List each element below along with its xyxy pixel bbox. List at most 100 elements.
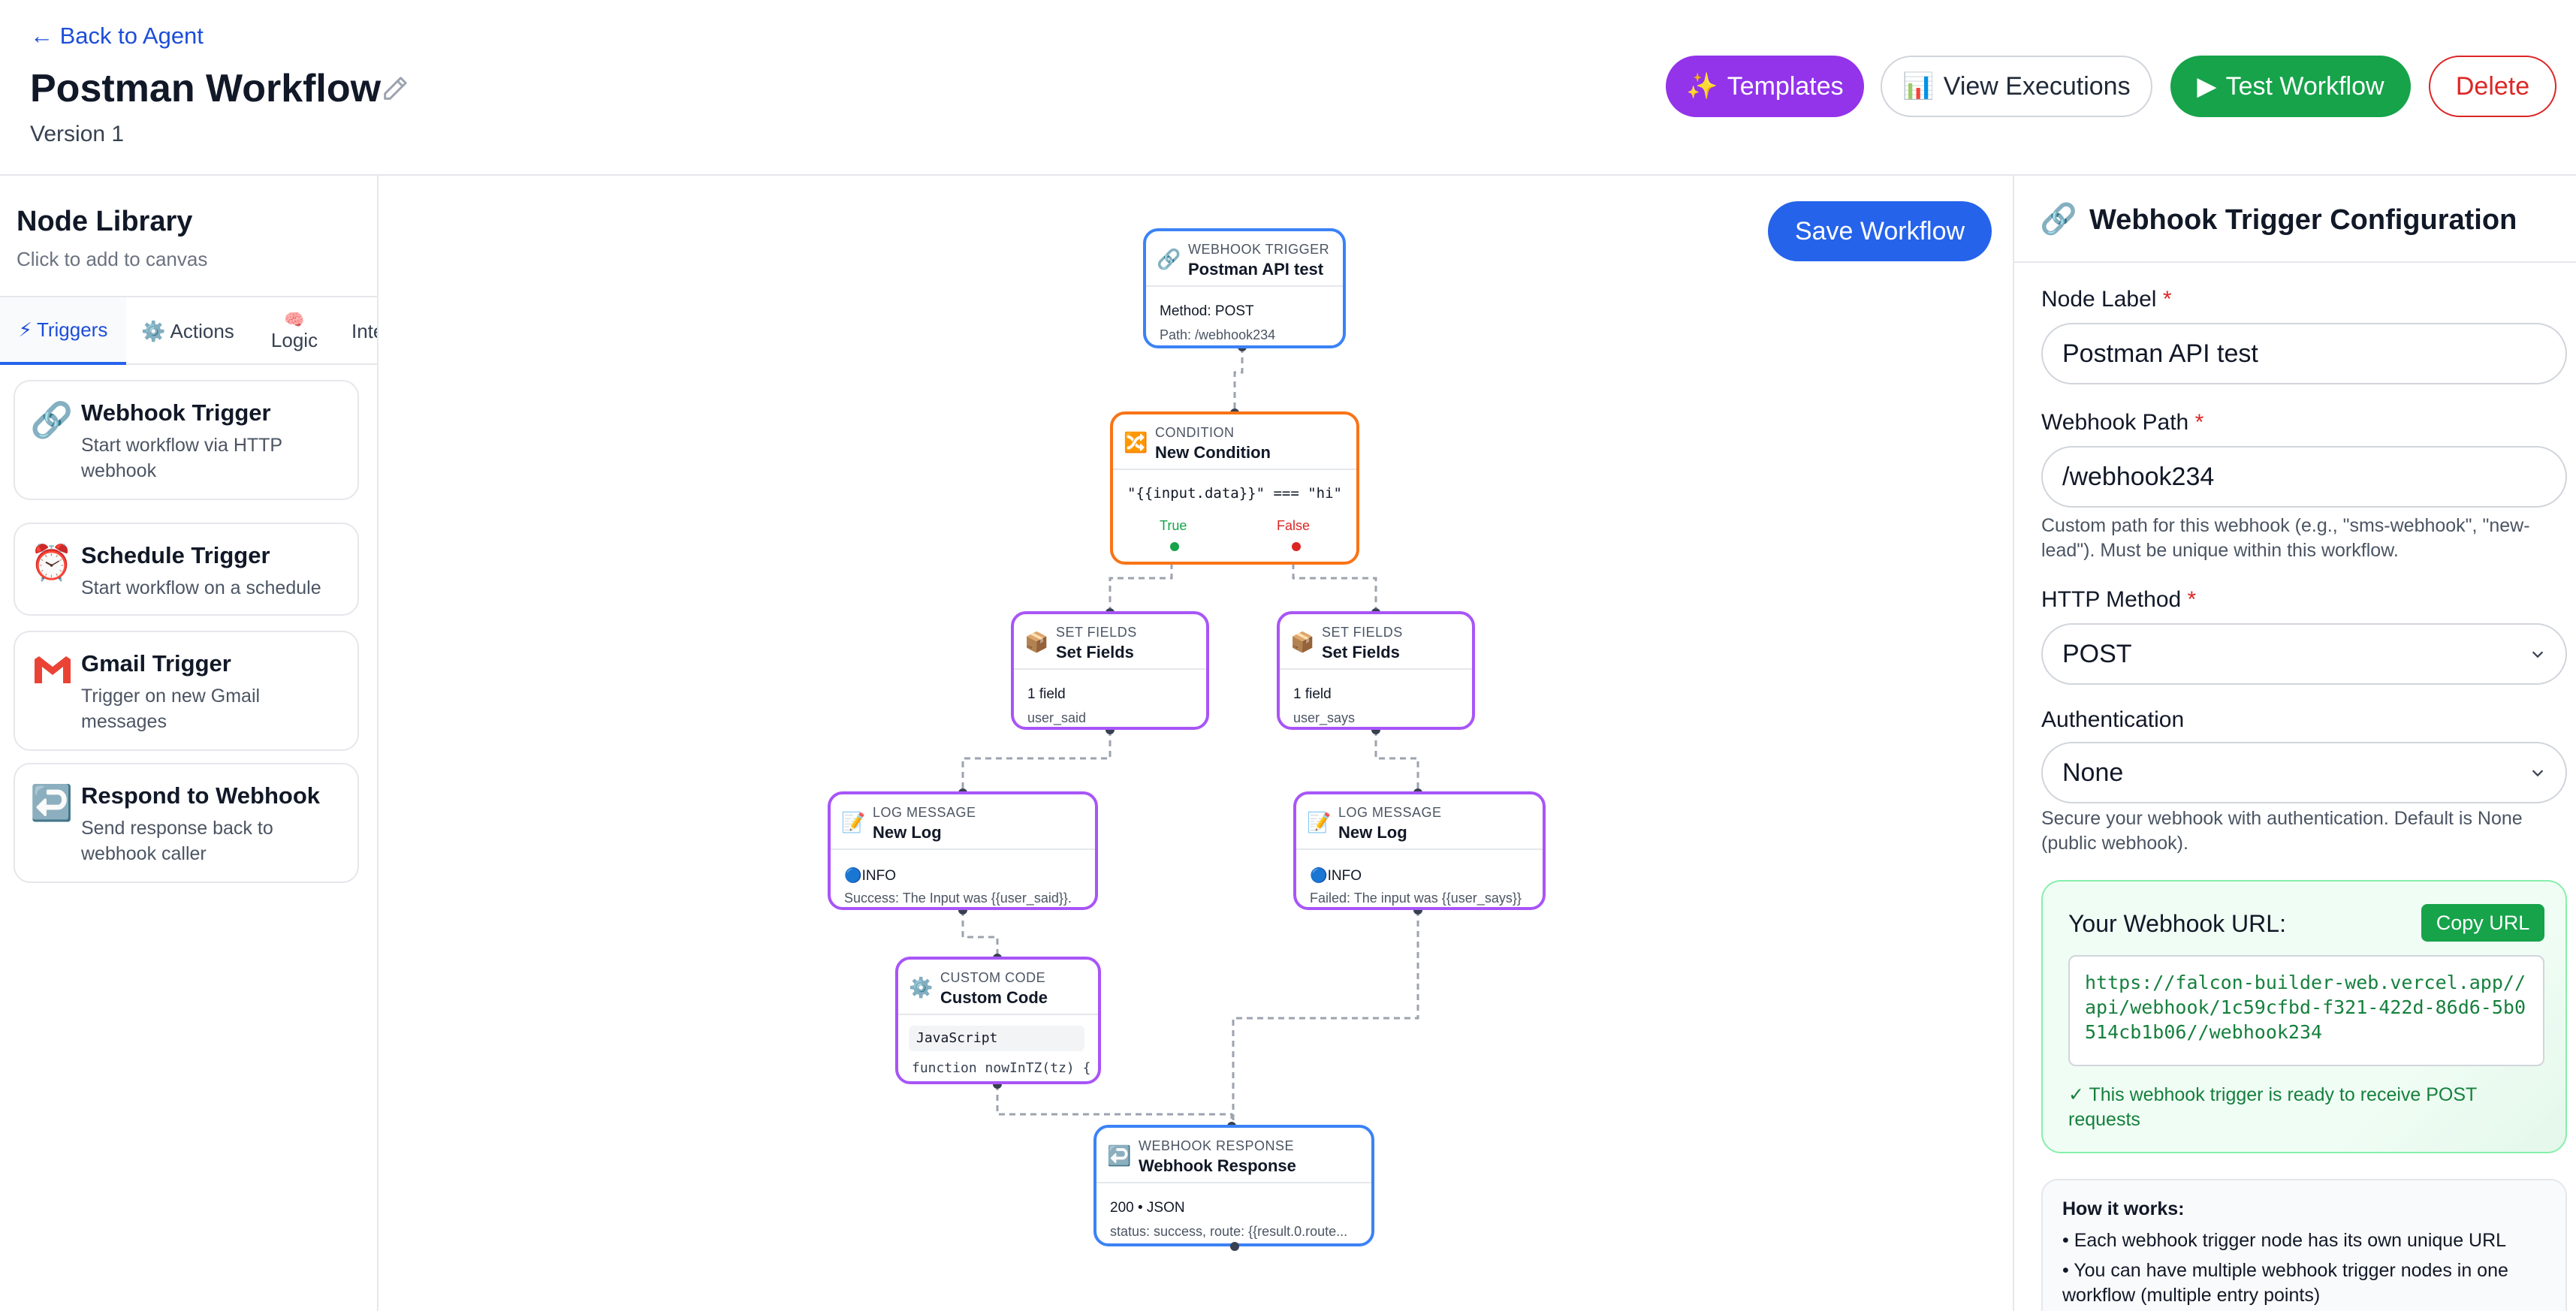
node-header: 🔀 CONDITION New Condition — [1113, 414, 1356, 470]
node-type: SET FIELDS — [1056, 625, 1137, 640]
back-to-agent-link[interactable]: ← Back to Agent — [30, 23, 204, 49]
node-header: 📝 LOG MESSAGE New Log — [1296, 794, 1543, 850]
output-port[interactable] — [1230, 1242, 1239, 1251]
page-title: Postman Workflow — [30, 67, 382, 110]
link-icon: 🔗 — [30, 400, 74, 439]
node-type: WEBHOOK TRIGGER — [1188, 242, 1330, 257]
code-language: JavaScript — [909, 1026, 1084, 1051]
true-output-port[interactable] — [1170, 542, 1179, 551]
node-detail: Method: POST — [1160, 303, 1254, 319]
node-header: ⚙️ CUSTOM CODE Custom Code — [898, 960, 1098, 1015]
node-type: LOG MESSAGE — [873, 805, 976, 820]
return-arrow-icon: ↩️ — [1107, 1144, 1132, 1167]
save-workflow-button[interactable]: Save Workflow — [1768, 201, 1992, 261]
webhook-path-input[interactable]: /webhook234 — [2041, 446, 2567, 508]
divider — [0, 296, 377, 297]
tab-label: Actions — [170, 319, 234, 342]
node-detail: status: success, route: {{result.0.route… — [1110, 1224, 1348, 1239]
log-message: Success: The Input was {{user_said}}. — [844, 891, 1072, 906]
edge-condition-false — [1292, 563, 1377, 613]
package-icon: 📦 — [1290, 631, 1315, 653]
node-type: CUSTOM CODE — [940, 970, 1046, 985]
node-label: Custom Code — [940, 988, 1048, 1007]
edge-setfields-log-right — [1374, 730, 1419, 793]
pencil-icon[interactable] — [380, 74, 410, 104]
authentication-field-label: Authentication — [2041, 707, 2185, 732]
library-item-name: Schedule Trigger — [81, 542, 270, 568]
edge-code-response — [996, 1084, 1233, 1126]
delete-button[interactable]: Delete — [2429, 56, 2556, 117]
how-it-works-box: How it works: • Each webhook trigger nod… — [2041, 1179, 2567, 1311]
templates-button[interactable]: ✨ Templates — [1666, 56, 1864, 117]
how-it-works-item: • You can have multiple webhook trigger … — [2062, 1260, 2508, 1306]
library-item-webhook-trigger[interactable]: 🔗 Webhook Trigger Start workflow via HTT… — [14, 380, 359, 500]
node-custom-code[interactable]: ⚙️ CUSTOM CODE Custom Code JavaScript fu… — [895, 957, 1101, 1084]
node-library-subtitle: Click to add to canvas — [17, 248, 208, 270]
tab-integrations[interactable]: Inte — [339, 297, 377, 365]
webhook-url-box: Your Webhook URL: Copy URL https://falco… — [2041, 880, 2567, 1153]
webhook-path-help: Custom path for this webhook (e.g., "sms… — [2041, 515, 2530, 561]
log-message: Failed: The input was {{user_says}} — [1310, 891, 1522, 906]
tab-triggers[interactable]: ⚡ Triggers — [0, 297, 126, 365]
test-workflow-button-label: Test Workflow — [2225, 71, 2384, 101]
test-workflow-button[interactable]: ▶ Test Workflow — [2170, 56, 2411, 117]
library-item-gmail-trigger[interactable]: Gmail Trigger Trigger on new Gmail messa… — [14, 631, 359, 751]
authentication-select[interactable]: None — [2041, 742, 2567, 803]
node-log-message-right[interactable]: 📝 LOG MESSAGE New Log 🔵INFO Failed: The … — [1293, 791, 1546, 910]
webhook-url-field[interactable]: https://falcon-builder-web.vercel.app//a… — [2068, 955, 2544, 1066]
edge-trigger-condition — [1233, 347, 1244, 413]
node-detail: 1 field — [1293, 686, 1332, 702]
tab-logic[interactable]: 🧠 Logic — [249, 297, 339, 365]
node-label: New Condition — [1155, 443, 1271, 462]
bar-chart-icon: 📊 — [1902, 72, 1935, 101]
false-branch-label: False — [1277, 518, 1311, 533]
panel-header: 🔗 Webhook Trigger Configuration — [2014, 176, 2576, 263]
gear-icon: ⚙️ — [141, 319, 166, 342]
view-executions-button[interactable]: 📊 View Executions — [1881, 56, 2152, 117]
gear-icon: ⚙️ — [909, 976, 934, 999]
node-log-message-left[interactable]: 📝 LOG MESSAGE New Log 🔵INFO Success: The… — [828, 791, 1098, 910]
return-arrow-icon: ↩️ — [30, 783, 74, 822]
library-item-name: Respond to Webhook — [81, 782, 321, 809]
node-label: Postman API test — [1188, 260, 1324, 279]
node-set-fields-right[interactable]: 📦 SET FIELDS Set Fields 1 field user_say… — [1277, 611, 1475, 730]
library-item-respond-to-webhook[interactable]: ↩️ Respond to Webhook Send response back… — [14, 763, 359, 883]
library-item-desc: Start workflow via HTTP webhook — [81, 435, 282, 481]
node-detail: Path: /webhook234 — [1160, 327, 1276, 342]
lightning-icon: ⚡ — [18, 318, 32, 341]
library-item-schedule-trigger[interactable]: ⏰ Schedule Trigger Start workflow on a s… — [14, 523, 359, 616]
node-type: CONDITION — [1155, 425, 1235, 440]
package-icon: 📦 — [1024, 631, 1049, 653]
copy-url-button[interactable]: Copy URL — [2421, 904, 2544, 942]
node-set-fields-left[interactable]: 📦 SET FIELDS Set Fields 1 field user_sai… — [1011, 611, 1209, 730]
node-label-input[interactable]: Postman API test — [2041, 323, 2567, 384]
webhook-ready-message: ✓ This webhook trigger is ready to recei… — [2068, 1084, 2477, 1130]
edge-condition-true — [1109, 563, 1173, 613]
shuffle-icon: 🔀 — [1124, 431, 1148, 454]
edge-setfields-log-left — [961, 730, 1112, 793]
webhook-url-title: Your Webhook URL: — [2068, 910, 2286, 937]
code-preview: function nowInTZ(tz) { — [912, 1060, 1091, 1076]
tab-actions[interactable]: ⚙️ Actions — [126, 297, 249, 365]
log-level: 🔵INFO — [844, 868, 897, 884]
node-webhook-response[interactable]: ↩️ WEBHOOK RESPONSE Webhook Response 200… — [1093, 1125, 1374, 1246]
node-library-title: Node Library — [17, 206, 193, 237]
webhook-path-field-label: Webhook Path * — [2041, 410, 2204, 435]
tab-label: Logic — [270, 328, 318, 351]
node-webhook-trigger[interactable]: 🔗 WEBHOOK TRIGGER Postman API test Metho… — [1143, 228, 1346, 348]
node-library-sidebar: Node Library Click to add to canvas ⚡ Tr… — [0, 176, 379, 1311]
workflow-canvas[interactable]: Save Workflow 🔗 WEBHOOK TRIGGER Postman … — [379, 176, 2013, 1311]
node-header: 📦 SET FIELDS Set Fields — [1280, 614, 1472, 670]
chevron-down-icon — [2532, 770, 2544, 777]
tab-label: Inte — [351, 319, 377, 342]
node-label: Webhook Response — [1139, 1156, 1296, 1175]
library-item-desc: Send response back to webhook caller — [81, 818, 273, 864]
false-output-port[interactable] — [1292, 542, 1301, 551]
http-method-select[interactable]: POST — [2041, 623, 2567, 685]
sparkles-icon: ✨ — [1686, 72, 1718, 101]
condition-expression: "{{input.data}}" === "hi" — [1127, 485, 1342, 502]
node-condition[interactable]: 🔀 CONDITION New Condition "{{input.data}… — [1110, 411, 1359, 565]
top-header: ← Back to Agent Postman Workflow Version… — [0, 0, 2576, 176]
edge-log-code — [961, 910, 999, 958]
gmail-icon — [35, 656, 71, 683]
